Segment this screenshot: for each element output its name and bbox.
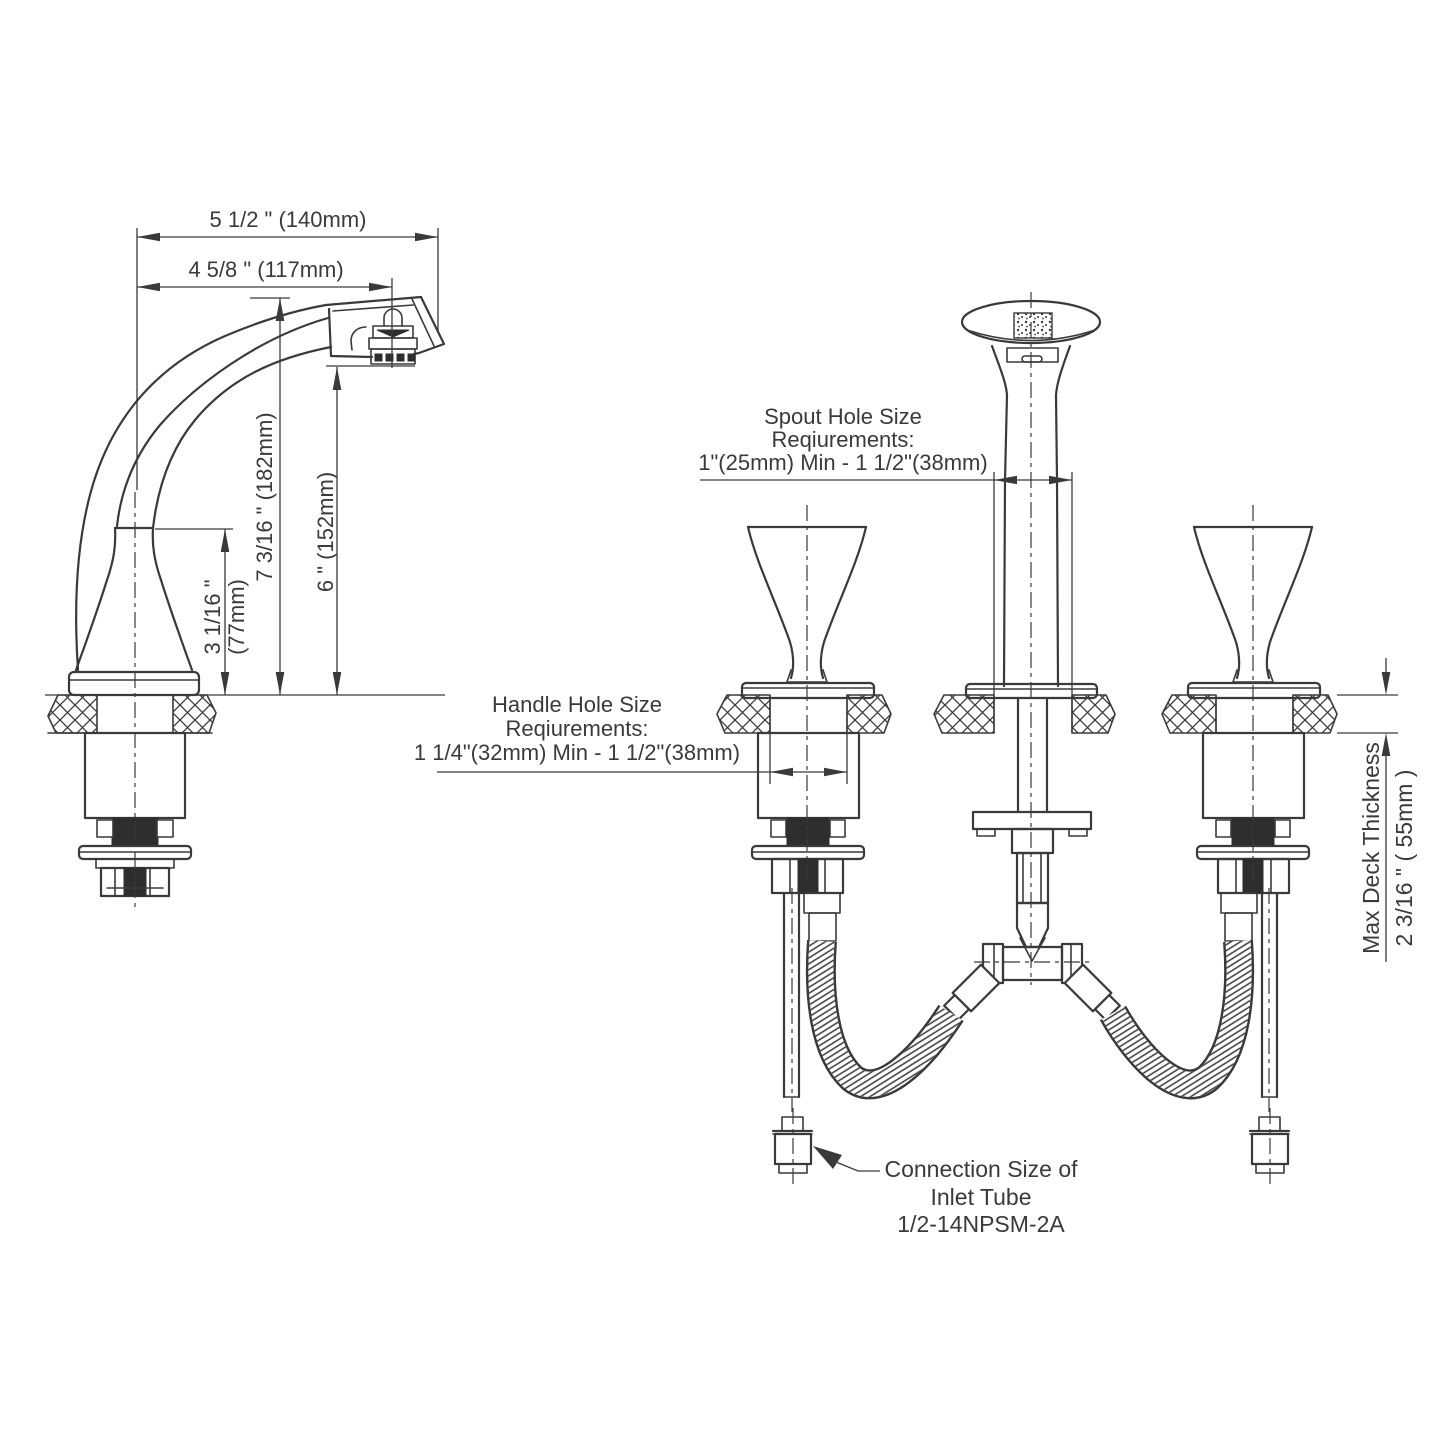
side-view-deck <box>45 694 445 734</box>
front-right-handle <box>1186 505 1322 1112</box>
spout-hole-note-line3: 1"(25mm) Min - 1 1/2"(38mm) <box>698 450 987 475</box>
spout-hole-note-line2: Reqiurements: <box>771 427 914 452</box>
connection-note-line3: 1/2-14NPSM-2A <box>897 1211 1065 1237</box>
spout-hole-note-line1: Spout Hole Size <box>764 404 922 429</box>
handle-hole-note-line1: Handle Hole Size <box>492 692 662 717</box>
connection-note-line1: Connection Size of <box>884 1156 1078 1182</box>
handle-hole-note-line3: 1 1/4"(32mm) Min - 1 1/2"(38mm) <box>414 740 740 765</box>
spout-head-bracket <box>350 326 367 351</box>
spout-base-right <box>151 526 194 672</box>
handle-hole-note-line2: Reqiurements: <box>505 716 648 741</box>
left-inlet-connector <box>771 1108 814 1186</box>
supply-hoses <box>805 939 1255 1100</box>
overall-height-dimension-label: 7 3/16 " (182mm) <box>252 412 277 581</box>
overall-width-dimension-label: 5 1/2 " (140mm) <box>210 207 367 232</box>
front-left-handle <box>740 505 876 1112</box>
front-view-deck <box>716 694 1338 734</box>
spout-reach-dimension-label: 4 5/8 " (117mm) <box>188 257 343 282</box>
front-view-annotations: Spout Hole Size Reqiurements: 1"(25mm) M… <box>414 404 1417 1237</box>
right-inlet-connector <box>1248 1108 1291 1186</box>
spout-head-cap <box>417 295 446 355</box>
spout-head-top <box>324 295 423 307</box>
spout-head-top-inner <box>332 304 414 312</box>
spout-height-dimension-label: 6 " (152mm) <box>313 472 338 592</box>
spout-shank-and-tee <box>943 696 1121 1021</box>
front-view <box>716 292 1338 1186</box>
base-height-dimension-label-in: 3 1/16 " <box>200 579 225 654</box>
base-height-dimension-label-mm: (77mm) <box>224 579 249 655</box>
leader-arrow <box>813 1146 842 1169</box>
max-deck-label-line2: 2 3/16 " ( 55mm ) <box>1391 770 1417 947</box>
spout-base-left <box>74 526 117 672</box>
side-view-spout <box>45 295 446 912</box>
front-spout <box>960 292 1102 985</box>
max-deck-label-line1: Max Deck Thickness <box>1358 742 1384 954</box>
spout-head-left-face <box>327 307 333 358</box>
connection-note-line2: Inlet Tube <box>930 1184 1031 1210</box>
aerator <box>368 308 418 365</box>
spout-outer-curve <box>75 303 328 672</box>
spout-base-ring <box>67 670 201 697</box>
spout-inner-curve <box>151 345 333 530</box>
side-view-dimensions: 5 1/2 " (140mm) 4 5/8 " (117mm) 7 3/16 "… <box>136 207 439 695</box>
spout-head-cap-inner <box>411 298 435 347</box>
spout-mid-curve <box>115 316 330 528</box>
